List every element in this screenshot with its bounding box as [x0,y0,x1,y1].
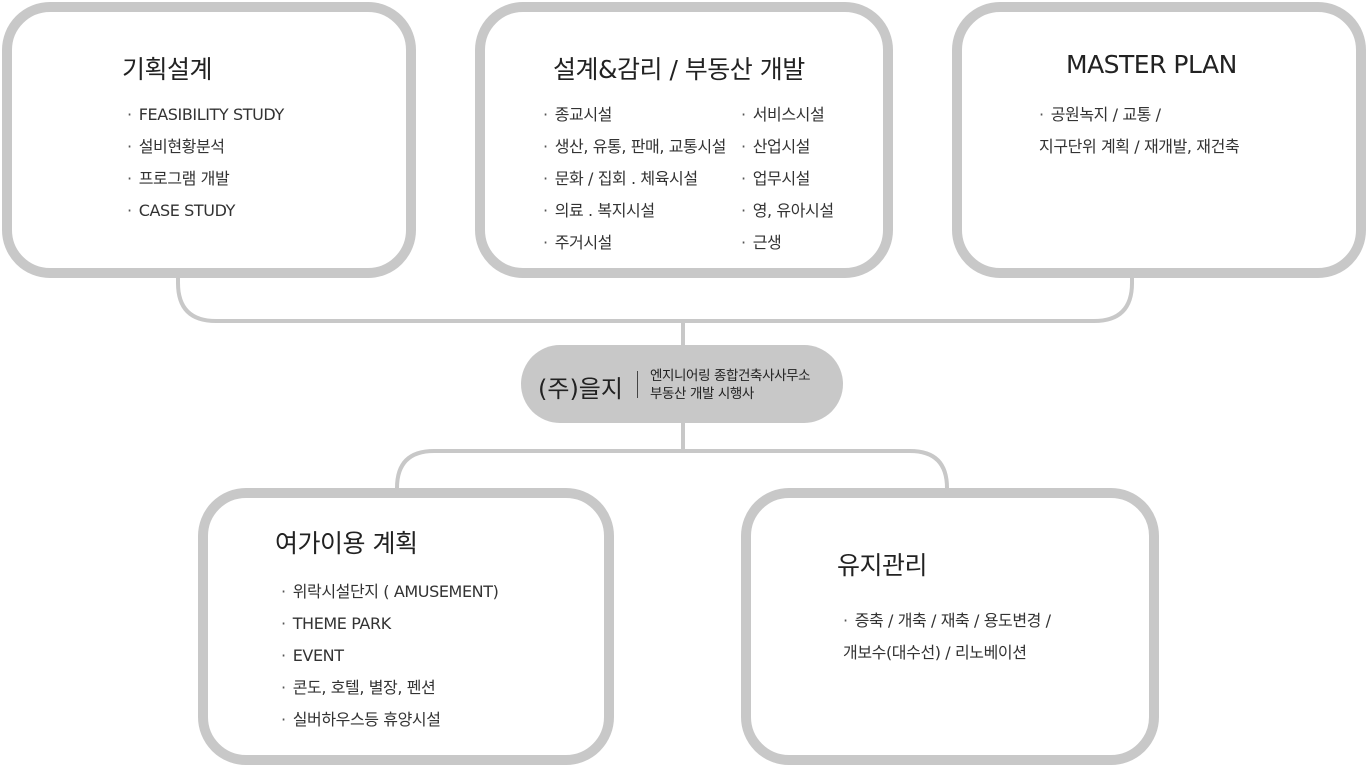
list-item: 설비현황분석 [127,131,284,163]
planning-box: 기획설계 FEASIBILITY STUDY 설비현황분석 프로그램 개발 CA… [2,2,416,278]
master-plan-list: 공원녹지 / 교통 / 지구단위 계획 / 재개발, 재건축 [1039,99,1240,163]
list-item: THEME PARK [281,608,498,640]
planning-title: 기획설계 [122,55,213,84]
list-item: 프로그램 개발 [127,163,284,195]
list-item: 공원녹지 / 교통 / [1039,99,1239,131]
list-item: 영, 유아시설 [741,195,834,227]
maintenance-box: 유지관리 증축 / 개축 / 재축 / 용도변경 / 개보수(대수선) / 리노… [741,488,1159,765]
design-list-left: 종교시설 생산, 유통, 판매, 교통시설 문화 / 집회 . 체육시설 의료 … [543,99,727,259]
list-item: 실버하우스등 휴양시설 [281,704,498,736]
list-item: FEASIBILITY STUDY [127,99,285,131]
list-item: EVENT [281,640,498,672]
list-item: 위락시설단지 ( AMUSEMENT) [281,576,499,608]
list-item: 콘도, 호텔, 별장, 펜션 [281,672,498,704]
list-item: 서비스시설 [741,99,834,131]
leisure-title: 여가이용 계획 [275,529,418,558]
design-box: 설계&감리 / 부동산 개발 종교시설 생산, 유통, 판매, 교통시설 문화 … [475,2,893,278]
top-connector [176,278,1134,323]
divider [637,371,638,398]
list-item: 문화 / 집회 . 체육시설 [543,163,726,195]
list-item: 증축 / 개축 / 재축 / 용도변경 / [843,605,1051,637]
list-item: CASE STUDY [127,195,284,227]
maintenance-list: 증축 / 개축 / 재축 / 용도변경 / 개보수(대수선) / 리노베이션 [843,605,1051,669]
design-list-right: 서비스시설 산업시설 업무시설 영, 유아시설 근생 [741,99,834,259]
company-badge: (주)을지 엔지니어링 종합건축사사무소 부동산 개발 시행사 [521,345,843,423]
master-plan-title: MASTER PLAN [1066,50,1237,79]
list-item: 주거시설 [543,227,726,259]
bottom-connector [395,449,949,489]
list-item: 근생 [741,227,834,259]
leisure-list: 위락시설단지 ( AMUSEMENT) THEME PARK EVENT 콘도,… [281,576,499,736]
list-item: 생산, 유통, 판매, 교통시설 [543,131,727,163]
design-title: 설계&감리 / 부동산 개발 [553,55,805,84]
list-item: 의료 . 복지시설 [543,195,726,227]
leisure-box: 여가이용 계획 위락시설단지 ( AMUSEMENT) THEME PARK E… [198,488,614,765]
list-item: 산업시설 [741,131,834,163]
company-desc-line2: 부동산 개발 시행사 [650,386,754,402]
company-description: 엔지니어링 종합건축사사무소 부동산 개발 시행사 [650,367,811,403]
company-name: (주)을지 [538,375,623,403]
list-item: 지구단위 계획 / 재개발, 재건축 [1039,137,1240,156]
list-item: 종교시설 [543,99,726,131]
list-item: 개보수(대수선) / 리노베이션 [843,643,1027,662]
maintenance-title: 유지관리 [837,551,928,580]
master-plan-box: MASTER PLAN 공원녹지 / 교통 / 지구단위 계획 / 재개발, 재… [952,2,1366,278]
planning-list: FEASIBILITY STUDY 설비현황분석 프로그램 개발 CASE ST… [127,99,285,227]
company-desc-line1: 엔지니어링 종합건축사사무소 [650,368,811,384]
list-item: 업무시설 [741,163,834,195]
